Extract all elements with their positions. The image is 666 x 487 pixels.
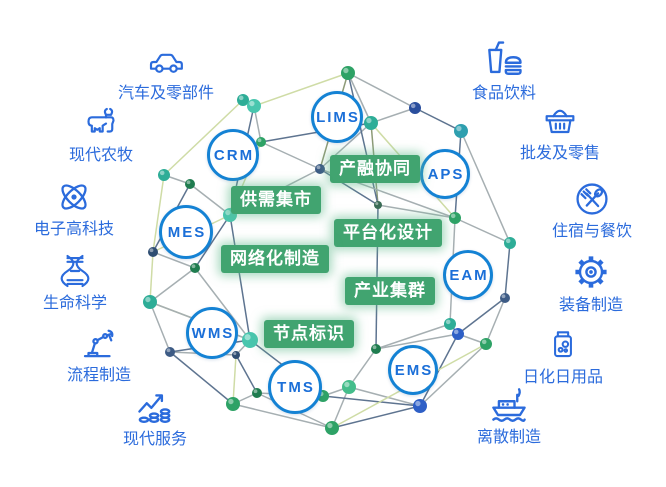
dna-icon — [60, 254, 90, 288]
industry-electronics: 电子高科技 — [4, 176, 144, 239]
robot-arm-icon — [83, 329, 114, 358]
industry-automotive: 汽车及零部件 — [96, 42, 236, 103]
node-lims: LIMS — [311, 91, 363, 143]
atom-icon — [61, 184, 87, 210]
pill-industry-finance-collaboration: 产融协同 — [330, 155, 420, 183]
industry-label: 住宿与餐饮 — [551, 223, 632, 240]
industry-equipment-mfg: 装备制造 — [521, 250, 661, 315]
growth-chart-coins-icon — [138, 394, 171, 423]
industry-label: 食品饮料 — [471, 85, 536, 102]
industry-modern-service: 现代服务 — [85, 384, 225, 449]
node-aps: APS — [420, 149, 470, 199]
pill-industry-cluster: 产业集群 — [345, 277, 435, 305]
cargo-ship-icon — [492, 388, 526, 422]
node-ems: EMS — [388, 345, 438, 395]
industry-life-science: 生命科学 — [5, 250, 145, 313]
drink-burger-icon — [488, 41, 522, 75]
industry-lodging-dining: 住宿与餐饮 — [522, 178, 662, 241]
cattle-icon — [87, 107, 115, 133]
industry-label: 电子高科技 — [33, 221, 114, 238]
shopping-basket-icon — [545, 109, 575, 134]
industry-daily-chemicals: 日化日用品 — [493, 324, 633, 387]
industry-label: 日化日用品 — [522, 369, 603, 386]
industry-label: 汽车及零部件 — [117, 85, 214, 102]
fork-spoon-icon — [576, 183, 608, 215]
node-label: EMS — [394, 361, 434, 379]
node-label: LIMS — [316, 108, 360, 126]
node-label: WMS — [191, 324, 235, 342]
node-wms: WMS — [186, 307, 238, 359]
bottle-icon — [554, 331, 572, 358]
node-crm: CRM — [207, 129, 259, 181]
industry-process-mfg: 流程制造 — [29, 322, 169, 385]
pill-supply-demand-market: 供需集市 — [231, 186, 321, 214]
pill-networked-manufacturing: 网络化制造 — [221, 245, 329, 273]
node-label: MES — [167, 223, 207, 241]
industry-label: 现代农牧 — [68, 147, 133, 164]
pill-node-identification: 节点标识 — [264, 320, 354, 348]
node-label: APS — [427, 165, 465, 183]
industry-label: 装备制造 — [558, 297, 623, 314]
node-label: EAM — [449, 266, 489, 284]
industry-discrete-mfg: 离散制造 — [439, 382, 579, 447]
industry-agriculture: 现代农牧 — [31, 104, 171, 165]
industry-label: 生命科学 — [42, 295, 107, 312]
node-eam: EAM — [443, 250, 493, 300]
gear-icon — [575, 256, 607, 288]
industry-label: 流程制造 — [66, 367, 131, 384]
pill-platform-design: 平台化设计 — [334, 219, 442, 247]
node-label: CRM — [213, 146, 255, 164]
industry-food-beverage: 食品饮料 — [434, 38, 574, 103]
car-icon — [149, 53, 183, 73]
industry-label: 离散制造 — [476, 429, 541, 446]
node-label: TMS — [277, 378, 315, 396]
node-mes: MES — [159, 205, 213, 259]
node-tms: TMS — [268, 360, 322, 414]
industry-label: 现代服务 — [122, 431, 187, 448]
industry-wholesale-retail: 批发及零售 — [490, 102, 630, 163]
industry-label: 批发及零售 — [519, 145, 600, 162]
